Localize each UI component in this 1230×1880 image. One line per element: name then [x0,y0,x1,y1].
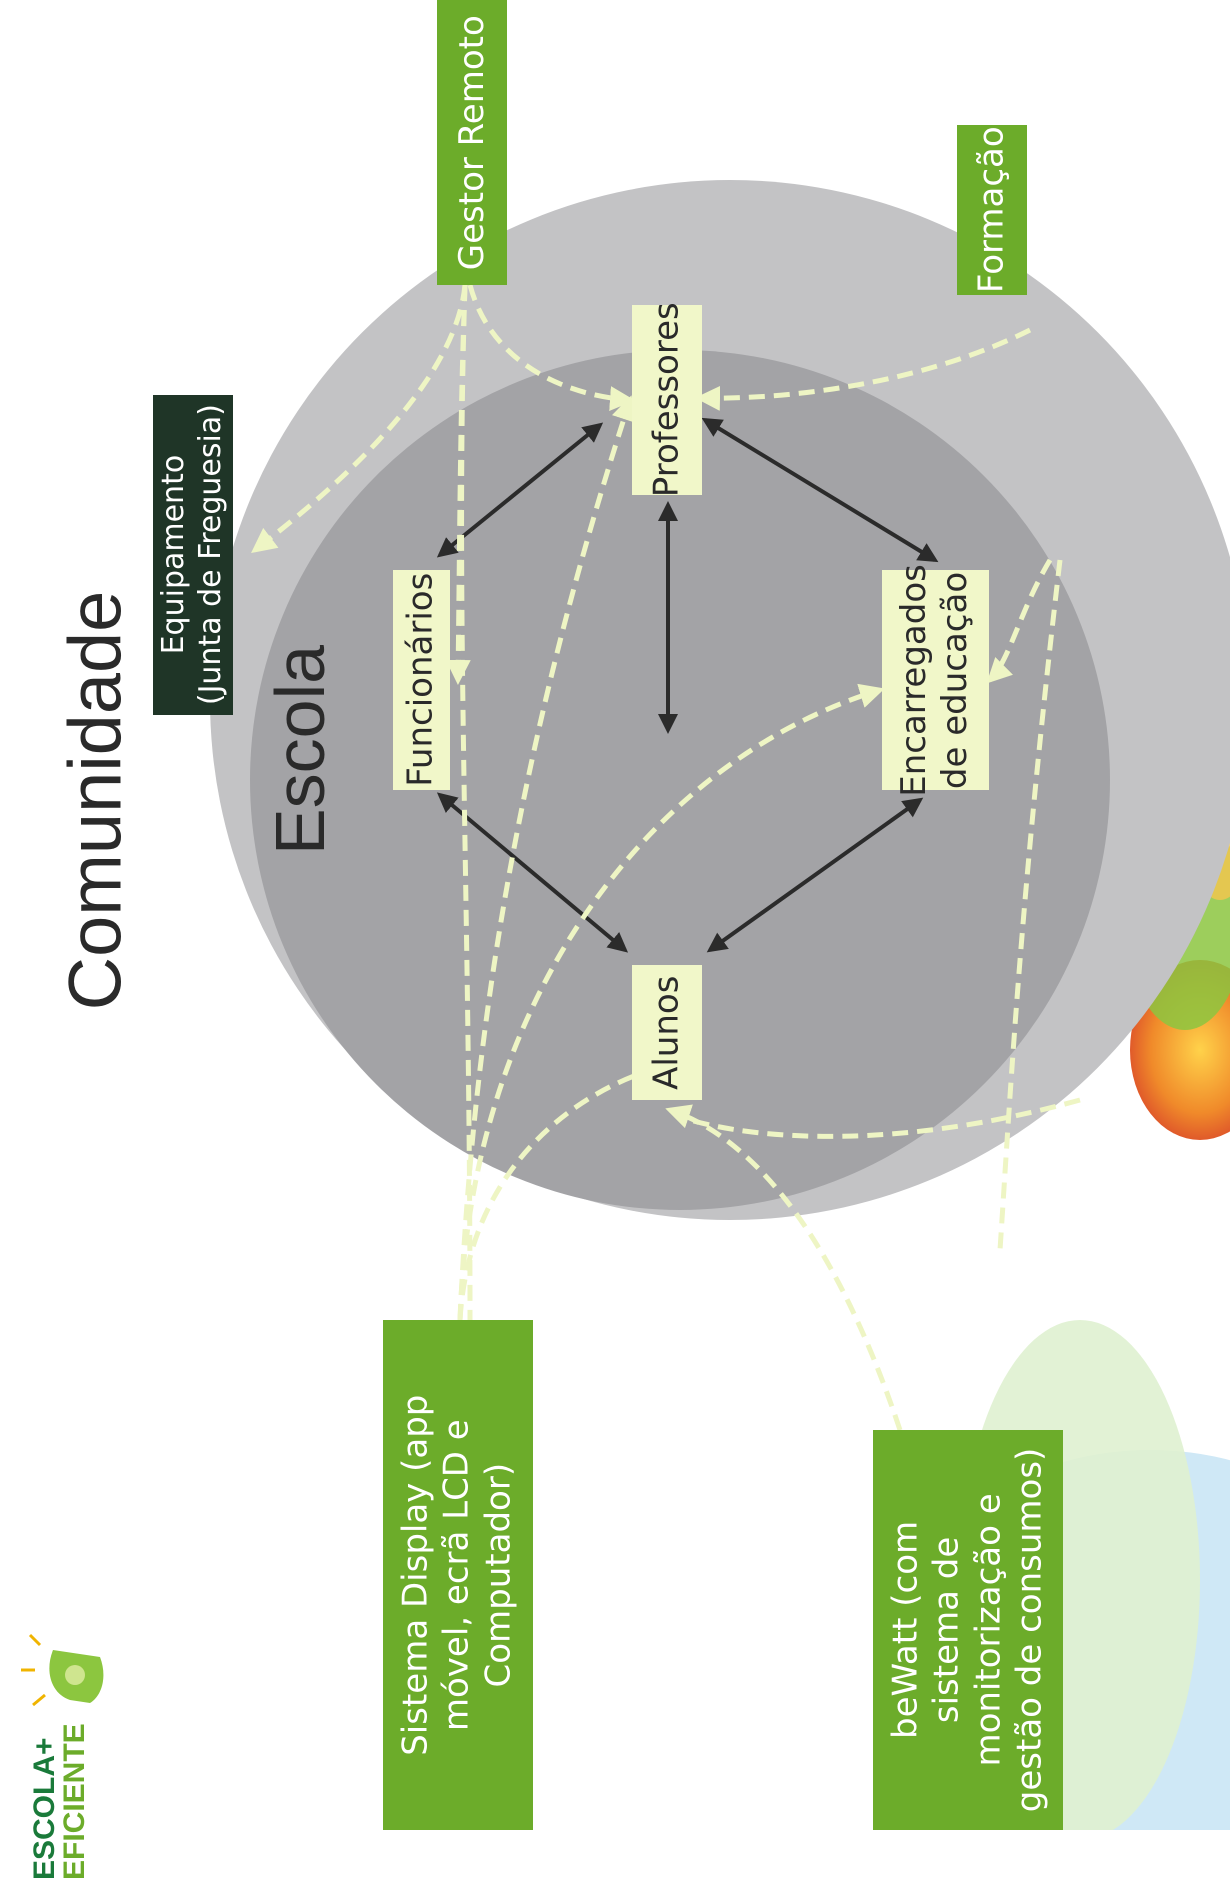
bewatt-label: beWatt (com sistema de monitorização e g… [885,1448,1051,1813]
gestor-remoto-label: Gestor Remoto [451,15,492,270]
sistema-display-label: Sistema Display (app móvel, ecrã LCD e C… [396,1394,520,1755]
alunos-box: Alunos [632,965,702,1100]
formacao-label: Formação [971,126,1012,294]
connector-sistema-professores [457,395,636,1321]
connector-right-edge [997,559,1063,1251]
equipamento-label: Equipamento (Junta de Freguesia) [156,404,229,705]
equipamento-box: Equipamento (Junta de Freguesia) [153,395,233,715]
lightbulb-icon [21,1633,104,1707]
stakeholder-arrows [436,417,939,953]
connector-sistema-encarregados [457,683,885,1321]
dashed-connectors [251,284,1081,1431]
connector-gestor-professores [467,284,635,412]
escola-label-wrap: Escola [255,600,345,900]
bewatt-line1: beWatt (com [885,1520,926,1740]
encarregados-line2: de educação [935,571,976,789]
escola-eficiente-logo: ESCOLA+ EFICIENTE [0,1620,150,1880]
equipamento-line2: (Junta de Freguesia) [193,404,229,706]
arrow-funcionarios-alunos [436,792,629,953]
sistema-line1: Sistema Display (app [395,1394,436,1756]
logo-line1: ESCOLA+ [28,1737,61,1880]
bewatt-line3: monitorização e [968,1493,1009,1767]
connector-sistema-alunos [457,1056,675,1321]
diagram-svg [210,180,1230,1830]
sistema-display-box: Sistema Display (app móvel, ecrã LCD e C… [383,1320,533,1830]
encarregados-line1: Encarregados [894,563,935,797]
funcionarios-label: Funcionários [400,572,441,788]
alunos-label: Alunos [646,975,687,1090]
encarregados-box: Encarregados de educação [882,564,989,796]
encarregados-label: Encarregados de educação [894,564,977,797]
formacao-box: Formação [957,125,1027,295]
professores-box: Professores [632,302,702,498]
escola-label: Escola [261,644,340,856]
arrow-encarregados-alunos [706,797,924,953]
logo-line2: EFICIENTE [58,1723,91,1880]
connector-bewatt-alunos [665,1104,903,1431]
logo-text: ESCOLA+ EFICIENTE [28,1680,91,1880]
comunidade-label: Comunidade [53,590,137,1010]
bewatt-line2: sistema de [926,1536,967,1724]
funcionarios-box: Funcionários [393,570,450,790]
connector-formacao-encarregados [986,558,1053,684]
connector-bewatt-right [689,1097,1081,1139]
equipamento-line1: Equipamento [156,455,192,655]
connector-gestor-equipamento [251,284,468,554]
gestor-remoto-box: Gestor Remoto [437,0,507,285]
arrow-professores-encarregados [701,417,939,563]
professores-label: Professores [646,302,687,498]
sistema-line3: Computador) [478,1462,519,1688]
comunidade-label-wrap: Comunidade [40,540,150,1060]
arrow-professores-funcionarios [436,422,604,558]
bewatt-box: beWatt (com sistema de monitorização e g… [873,1430,1063,1830]
connector-gestor-sistema [459,284,473,1321]
bewatt-line4: gestão de consumos) [1009,1447,1050,1813]
sistema-line2: móvel, ecrã LCD e [437,1419,478,1731]
